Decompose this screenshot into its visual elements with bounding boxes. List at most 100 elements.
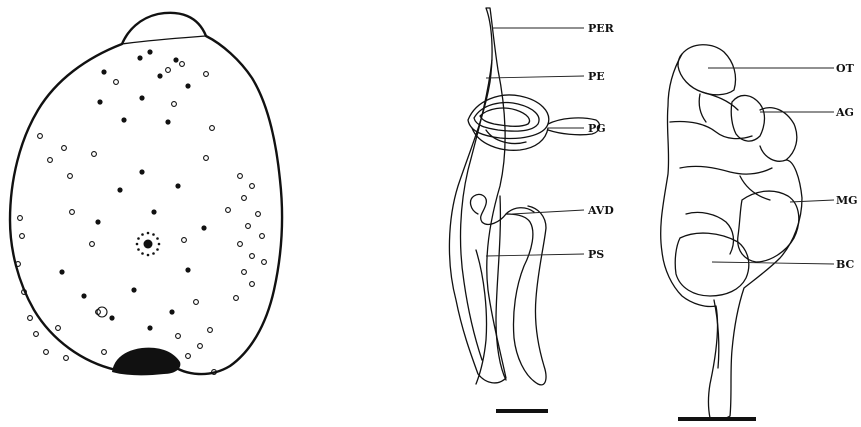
stipple-ring — [34, 332, 39, 337]
stipple-ring — [44, 350, 49, 355]
stipple-dot — [131, 287, 136, 292]
label-ps: PS — [588, 248, 604, 261]
stipple-ring — [102, 350, 107, 355]
stipple-ring — [246, 224, 251, 229]
albumen-gland-right — [760, 108, 797, 162]
stipple-dot — [165, 119, 170, 124]
stipple-ring — [234, 296, 239, 301]
rosette-dot — [137, 248, 140, 251]
leader-lines — [486, 28, 834, 264]
stipple-dot — [101, 69, 106, 74]
label-avd: AVD — [587, 204, 614, 217]
stipple-ring — [198, 344, 203, 349]
label-pe: PE — [588, 70, 605, 83]
stipple-dot — [157, 73, 162, 78]
stipple-ring — [250, 184, 255, 189]
label-bc: BC — [836, 258, 855, 271]
stipple-ring — [226, 208, 231, 213]
stipple-ring — [180, 62, 185, 67]
rosette-dot — [156, 237, 159, 240]
stipple-dot — [185, 267, 190, 272]
rosette-dot — [141, 252, 144, 255]
stipple-dot — [97, 99, 102, 104]
rosette-dot — [137, 237, 140, 240]
label-mg: MG — [836, 194, 858, 207]
stipple-ring — [28, 316, 33, 321]
stipple-dot — [201, 225, 206, 230]
penis-sheath-lower — [506, 206, 546, 385]
large-ring — [97, 307, 107, 317]
oval-outline — [10, 13, 282, 374]
stipple-dot — [139, 169, 144, 174]
stipple-ring — [56, 326, 61, 331]
rosette-dot — [141, 233, 144, 236]
oval-specimen — [10, 13, 282, 375]
penis-outer-sheath — [449, 8, 506, 383]
stipple-dot — [137, 55, 142, 60]
oval-base-tuft — [112, 348, 180, 376]
oval-top-flap — [122, 36, 206, 44]
stipple-dot — [59, 269, 64, 274]
stipple-ring — [92, 152, 97, 157]
stipple-dot — [147, 49, 152, 54]
stipple-ring — [68, 174, 73, 179]
central-spot — [144, 240, 153, 249]
stipple-ring — [48, 158, 53, 163]
vas-deferens-loop — [471, 194, 534, 224]
stipple-ring — [250, 254, 255, 259]
stipple-ring — [70, 210, 75, 215]
stipple-ring — [242, 270, 247, 275]
stipple-ring — [242, 196, 247, 201]
stipple-ring — [250, 282, 255, 287]
rosette-dot — [147, 254, 150, 257]
stipple-dot — [117, 187, 122, 192]
rosette-dot — [152, 252, 155, 255]
mucous-gland — [738, 191, 799, 262]
stipple-dot — [139, 95, 144, 100]
stipple-dot — [173, 57, 178, 62]
gland-complex-drawing — [661, 45, 802, 421]
label-ag: AG — [835, 106, 854, 119]
stipple-ring — [256, 212, 261, 217]
stipple-ring — [208, 328, 213, 333]
rosette-dot — [152, 233, 155, 236]
stipple-dot — [185, 83, 190, 88]
stipple-ring — [260, 234, 265, 239]
stipple-ring — [18, 216, 23, 221]
stipple-ring — [172, 102, 177, 107]
label-per: PER — [588, 22, 615, 35]
stipple-dot — [175, 183, 180, 188]
rosette-dot — [147, 232, 150, 235]
stipple-ring — [182, 238, 187, 243]
stipple-dot — [121, 117, 126, 122]
stipple-ring — [114, 80, 119, 85]
coiled-gland — [468, 95, 599, 150]
stipple-ring — [238, 242, 243, 247]
stipple-ring — [20, 234, 25, 239]
rosette-dot — [158, 243, 161, 246]
penis-inner-line — [461, 60, 492, 360]
stipple-dot — [95, 219, 100, 224]
stipple-dot — [169, 309, 174, 314]
stipple-ring — [262, 260, 267, 265]
stipple-ring — [166, 68, 171, 73]
stipple-ring — [210, 126, 215, 131]
stipple-dot — [151, 209, 156, 214]
stipple-ring — [204, 156, 209, 161]
bursa-copulatrix — [675, 233, 749, 296]
stipple-ring — [64, 356, 69, 361]
stipple-dot — [147, 325, 152, 330]
ovotestis — [678, 45, 736, 95]
penis-sheath-mid — [476, 250, 487, 384]
label-pg: PG — [588, 122, 606, 135]
rosette-dot — [136, 243, 139, 246]
penis-sheath-inner — [496, 196, 506, 380]
label-ot: OT — [836, 62, 855, 75]
rosette-dot — [156, 248, 159, 251]
stipple-dot — [109, 315, 114, 320]
stipple-ring — [238, 174, 243, 179]
scale-bar-right — [678, 417, 756, 421]
scale-bar-middle — [496, 409, 548, 413]
stipple-ring — [96, 310, 101, 315]
